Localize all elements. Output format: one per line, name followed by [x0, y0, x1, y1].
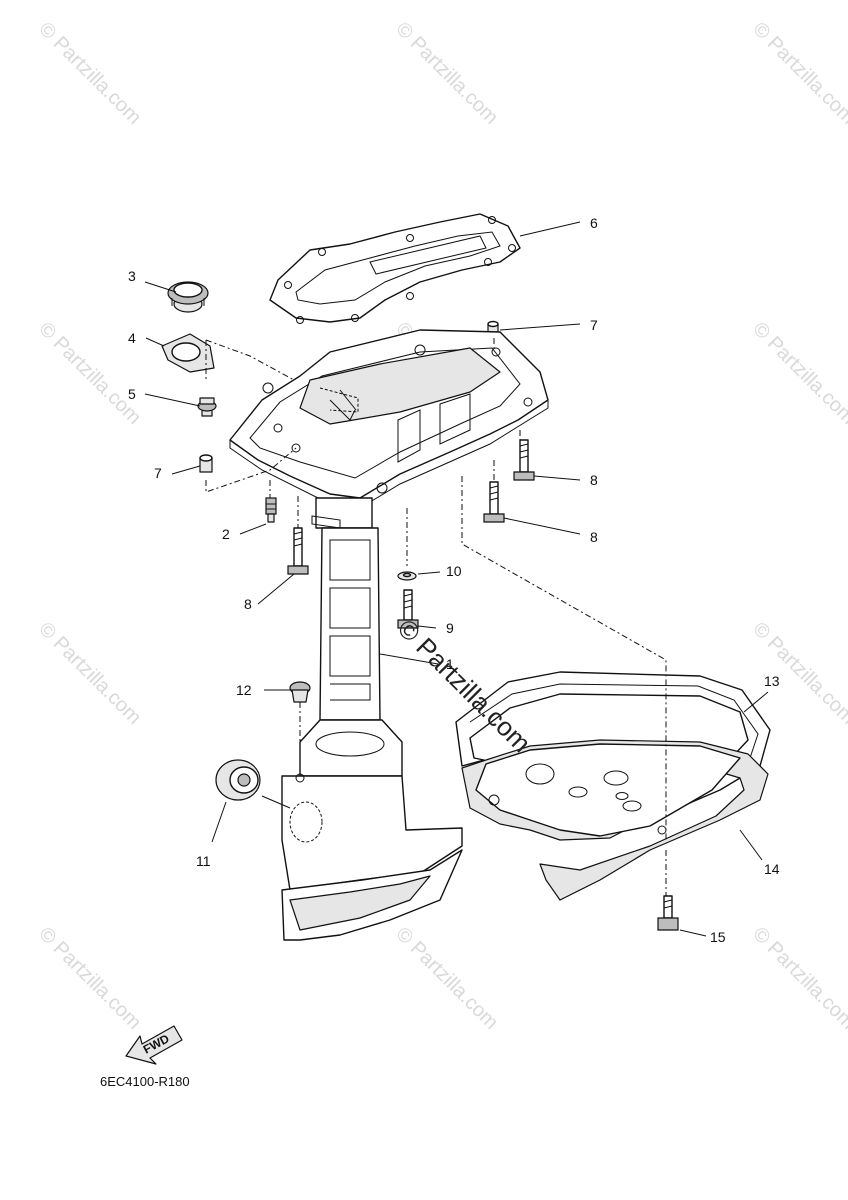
callout-11: 11 [196, 853, 211, 869]
callout-7-upper: 7 [590, 317, 598, 333]
part-12-plug [289, 681, 311, 703]
callout-8-right-lower: 8 [590, 529, 598, 545]
part-4-seal-plate [161, 333, 215, 373]
callout-2: 2 [222, 526, 230, 542]
callout-1: 1 [446, 656, 454, 672]
part-8-bolt-left [287, 527, 309, 575]
part-9-bolt [397, 589, 419, 629]
callout-13: 13 [764, 673, 780, 689]
assembly-lines [205, 338, 667, 896]
callout-12: 12 [236, 682, 252, 698]
callout-labels: 1 2 3 4 5 6 7 7 8 8 8 9 10 11 12 13 14 1… [128, 215, 780, 945]
callout-9: 9 [446, 620, 454, 636]
callout-8-right-upper: 8 [590, 472, 598, 488]
callout-4: 4 [128, 330, 136, 346]
callout-8-left: 8 [244, 596, 252, 612]
part-10-washer [397, 571, 417, 581]
watermark-top-left: © Partzilla.com [34, 18, 145, 129]
diagram-code: 6EC4100-R180 [100, 1074, 190, 1089]
callout-3: 3 [128, 268, 136, 284]
callout-10: 10 [446, 563, 462, 579]
upper-casing-housing [229, 329, 549, 509]
part-8-bolt-right-lower [483, 481, 505, 523]
part-14-lower-pan [461, 739, 769, 901]
part-15-bolt [657, 895, 679, 931]
part-5-bolt [197, 397, 217, 417]
watermark-lower-center: © Partzilla.com [391, 923, 502, 1034]
watermark-top-center: © Partzilla.com [391, 18, 502, 129]
part-11-grommet [215, 759, 261, 801]
watermark-upper-right: © Partzilla.com [748, 318, 848, 429]
part-6-gasket [269, 213, 521, 324]
watermark-top-right: © Partzilla.com [748, 18, 848, 129]
part-1-lower-casing [281, 497, 463, 941]
callout-14: 14 [764, 861, 780, 877]
callout-7-left: 7 [154, 465, 162, 481]
watermark-mid-left: © Partzilla.com [34, 618, 145, 729]
leader-lines [144, 221, 769, 937]
callout-6: 6 [590, 215, 598, 231]
watermark-lower-left: © Partzilla.com [34, 923, 145, 1034]
fwd-arrow-icon: FWD [125, 1025, 183, 1065]
part-2-fitting [265, 497, 277, 523]
part-3-plug [167, 281, 209, 313]
callout-5: 5 [128, 386, 136, 402]
part-8-bolt-right-upper [513, 439, 535, 481]
callout-15: 15 [710, 929, 726, 945]
watermark-lower-right: © Partzilla.com [748, 923, 848, 1034]
part-7-dowel-left [199, 454, 213, 473]
